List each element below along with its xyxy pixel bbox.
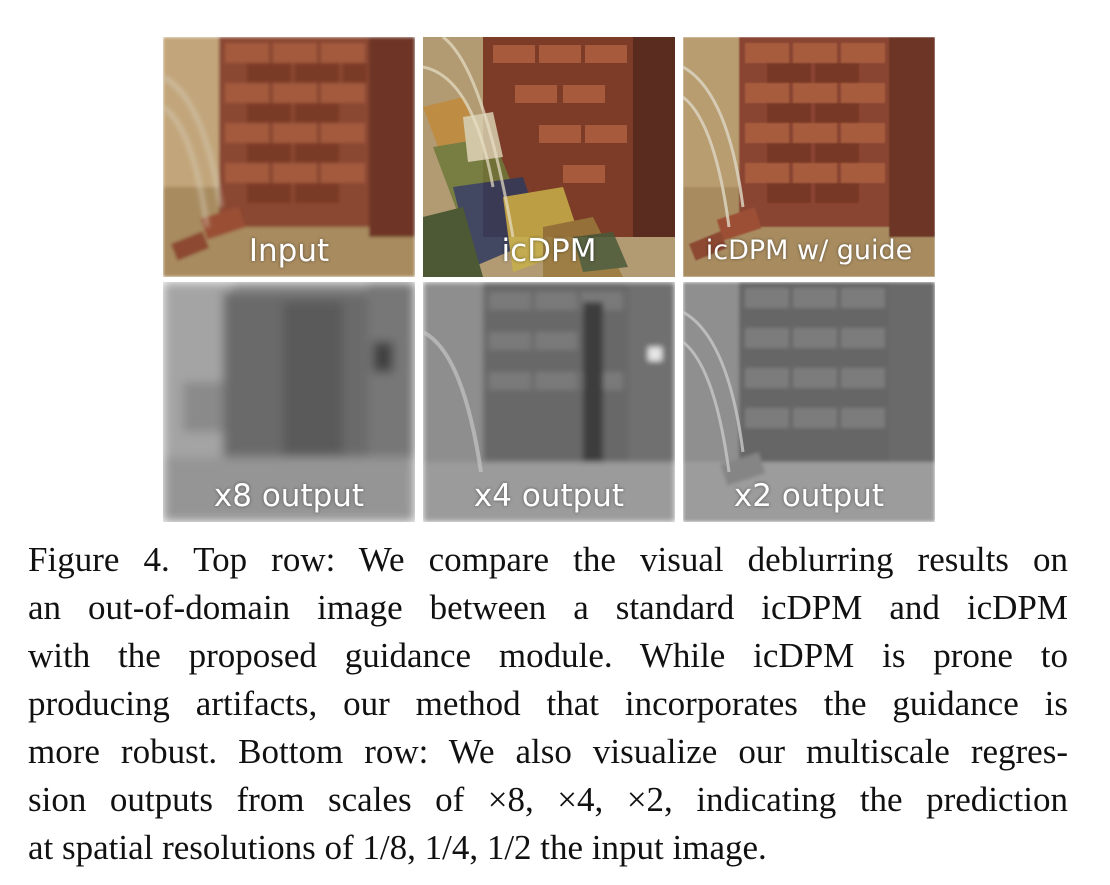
caption-line: Figure 4. Top row: We compare the visual… (28, 540, 1068, 579)
panel-icdpm-guide: icDPM w/ guide (683, 37, 935, 277)
figure-caption: Figure 4. Top row: We compare the visual… (28, 536, 1068, 872)
figure-image-grid: Input (163, 37, 935, 522)
panel-input: Input (163, 37, 415, 277)
caption-line: producing artifacts, our method that inc… (28, 684, 1068, 723)
panel-x4-output: x4 output (423, 282, 675, 522)
x8-output-image (163, 282, 415, 522)
panel-label-x4-output: x4 output (473, 478, 625, 514)
caption-line: more robust. Bottom row: We also visuali… (28, 732, 1068, 771)
icdpm-guide-image (683, 37, 935, 277)
caption-line: sion outputs from scales of ×8, ×4, ×2, … (28, 780, 1068, 819)
caption-line: at spatial resolutions of 1/8, 1/4, 1/2 … (28, 828, 767, 867)
panel-label-icdpm: icDPM (501, 233, 597, 269)
panel-label-x8-output: x8 output (213, 478, 365, 514)
x4-output-image (423, 282, 675, 522)
panel-label-icdpm-guide: icDPM w/ guide (705, 235, 913, 266)
panel-x2-output: x2 output (683, 282, 935, 522)
panel-x8-output: x8 output (163, 282, 415, 522)
caption-line: an out-of-domain image between a standar… (28, 588, 1068, 627)
input-image (163, 37, 415, 277)
x2-output-image (683, 282, 935, 522)
caption-line: with the proposed guidance module. While… (28, 636, 1068, 675)
panel-icdpm: icDPM (423, 37, 675, 277)
icdpm-image (423, 37, 675, 277)
panel-label-input: Input (248, 233, 330, 269)
panel-label-x2-output: x2 output (733, 478, 885, 514)
